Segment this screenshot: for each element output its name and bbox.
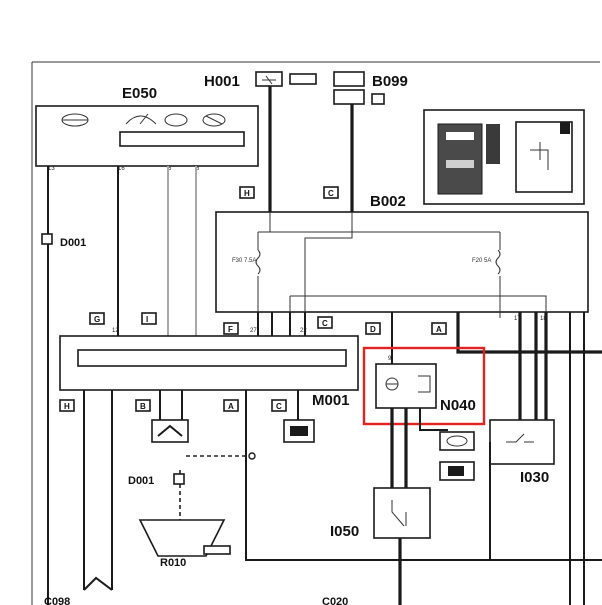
b002-fuse-outputs xyxy=(257,276,501,318)
b099-fuse[interactable] xyxy=(333,71,385,105)
r010-radio[interactable] xyxy=(138,519,231,557)
c098-junction xyxy=(83,576,113,591)
brake-light-icon xyxy=(439,431,475,451)
tag-c-m001 xyxy=(317,316,333,329)
location-inset xyxy=(423,109,585,205)
b002-upper-links xyxy=(269,212,353,318)
h001-switch[interactable] xyxy=(255,71,317,87)
tag-c-m001-text: C xyxy=(322,319,328,328)
n040-highlight-box xyxy=(362,346,486,426)
wires-b002-i030 xyxy=(518,312,548,420)
tag-h-b002 xyxy=(239,186,255,199)
c098-label: C098 xyxy=(44,596,70,605)
tag-f xyxy=(223,322,239,335)
pin-label: 6 xyxy=(168,166,172,172)
warning-lamp-icon xyxy=(439,461,475,481)
i050-label: I050 xyxy=(330,523,359,540)
b002-fusebox[interactable] xyxy=(215,211,589,313)
d001-lower-connector xyxy=(173,473,185,485)
tag-b-bottom xyxy=(135,399,151,412)
tag-h-text: H xyxy=(244,189,250,198)
e050-instrument-panel[interactable] xyxy=(35,105,259,167)
e050-label: E050 xyxy=(122,85,157,102)
tag-a-bottom xyxy=(223,399,239,412)
pin-label: 12 xyxy=(112,328,119,334)
tag-d-text: D xyxy=(370,325,376,334)
c020-label: C020 xyxy=(322,596,348,605)
tag-f-text: F xyxy=(228,325,233,334)
b002-internal-bus xyxy=(257,231,501,250)
tag-i-text: I xyxy=(146,315,148,324)
b002-label: B002 xyxy=(370,193,406,210)
pin-label: 27 xyxy=(250,328,257,334)
tag-b-bottom-text: B xyxy=(140,402,146,411)
fuse-f20-symbol xyxy=(495,249,501,275)
pin-label: 17 xyxy=(514,316,521,322)
m001-label: M001 xyxy=(312,392,350,409)
i030-label: I030 xyxy=(520,469,549,486)
tag-h-bottom xyxy=(59,399,75,412)
junction-dot xyxy=(248,452,256,460)
d001-lower-label: D001 xyxy=(128,475,154,487)
fuel-gauge-icon xyxy=(202,113,226,127)
diagnostic-socket-icon xyxy=(283,419,315,443)
fuse-f30-symbol xyxy=(255,249,261,275)
tag-c-b002 xyxy=(323,186,339,199)
pin-label: 18 xyxy=(540,316,547,322)
tag-g xyxy=(89,312,105,325)
tag-c-bottom-text: C xyxy=(276,402,282,411)
wire-n040-icons xyxy=(419,408,448,431)
tag-d xyxy=(365,322,381,335)
pin-label: 22 xyxy=(300,328,307,334)
fuse-f30-label: F30 7.5A xyxy=(232,258,256,264)
pin-label: 13 xyxy=(48,166,55,172)
wire-b002-right xyxy=(456,312,602,354)
n040-label: N040 xyxy=(440,397,476,414)
wires-b002-m001 xyxy=(257,312,306,336)
gauge-icon xyxy=(61,113,89,127)
h001-label: H001 xyxy=(204,73,240,90)
tag-h-bottom-text: H xyxy=(64,402,70,411)
wires-m001-c098 xyxy=(83,390,113,590)
tag-a-n040 xyxy=(431,322,447,335)
pin-label: 8 xyxy=(196,166,200,172)
i050-switch[interactable] xyxy=(373,487,431,539)
tag-c-text: C xyxy=(328,189,334,198)
tag-g-text: G xyxy=(94,315,100,324)
wires-right-edge xyxy=(569,312,585,605)
tag-c-bottom xyxy=(271,399,287,412)
tag-i xyxy=(141,312,157,325)
sensor-icon xyxy=(151,419,189,443)
tachometer-icon xyxy=(164,113,188,127)
tag-a-bottom-text: A xyxy=(228,402,234,411)
wires-m001-sensor xyxy=(159,390,183,420)
m001-body-computer[interactable] xyxy=(59,335,359,391)
d001-left-label: D001 xyxy=(60,237,86,249)
n040-module[interactable] xyxy=(375,363,437,409)
i030-switch[interactable] xyxy=(489,419,555,465)
fuse-f20-label: F20 5A xyxy=(472,258,491,264)
d001-left-connector xyxy=(41,233,53,245)
speedometer-icon xyxy=(125,113,157,125)
pin-label: 9 xyxy=(388,356,392,362)
pin-label: 16 xyxy=(118,166,125,172)
tag-a-n040-text: A xyxy=(436,325,442,334)
wire-m001-ground xyxy=(245,390,602,561)
b099-label: B099 xyxy=(372,73,408,90)
r010-label: R010 xyxy=(160,557,186,569)
